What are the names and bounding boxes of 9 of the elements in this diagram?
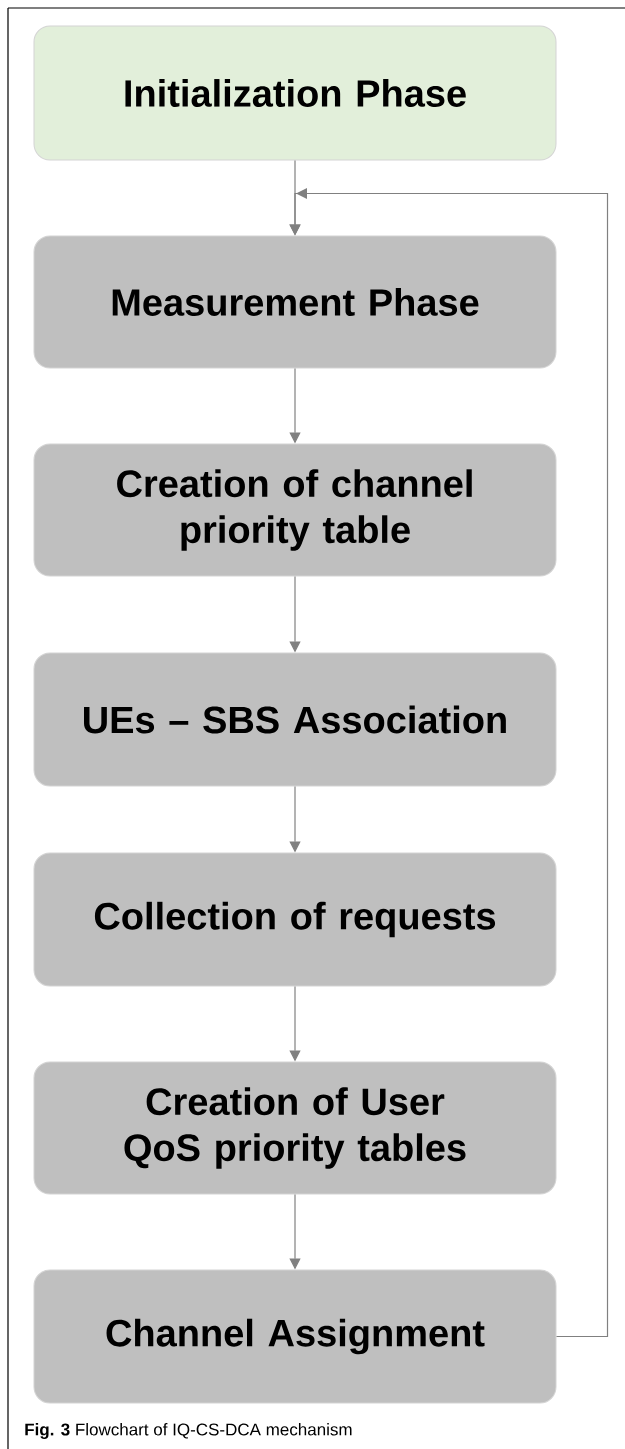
caption: Fig. 3 Flowchart of IQ-CS-DCA mechanism [25,1423,352,1439]
process-box: Collection of requests [33,852,557,987]
process-box: Creation of User QoS priority tables [33,1061,557,1195]
process-box: UEs – SBS Association [33,652,557,787]
process-box: Channel Assignment [33,1269,557,1404]
process-box: Creation of channel priority table [33,443,557,577]
process-box: Initialization Phase [33,25,557,161]
process-box: Measurement Phase [33,235,557,369]
arrow [289,188,609,1338]
